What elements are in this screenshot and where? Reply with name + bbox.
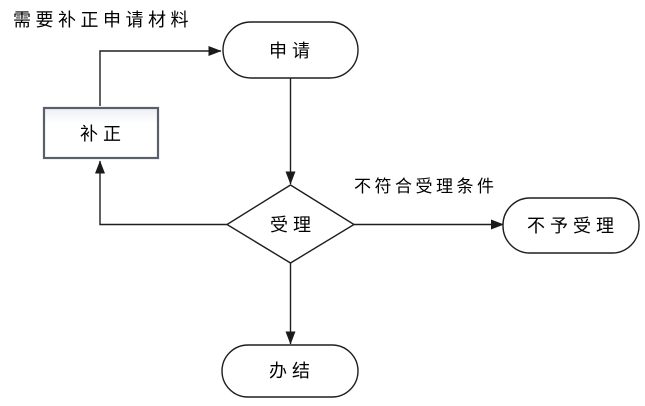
node-supplement-shape bbox=[42, 106, 160, 160]
edge-label-reject-condition: 不符合受理条件 bbox=[354, 177, 498, 197]
node-accept-label: 受理 bbox=[270, 215, 316, 236]
node-apply: 申请 bbox=[222, 21, 359, 79]
node-accept: 受理 bbox=[225, 184, 356, 264]
node-supplement-label: 补正 bbox=[80, 124, 126, 145]
arrow-supplement-to-apply bbox=[99, 46, 222, 106]
node-complete-shape bbox=[221, 344, 359, 398]
node-reject: 不予受理 bbox=[502, 197, 640, 254]
arrow-accept-to-supplement bbox=[95, 160, 227, 226]
node-complete-label: 办结 bbox=[269, 361, 315, 382]
node-apply-shape bbox=[222, 21, 359, 79]
node-reject-shape bbox=[502, 197, 640, 254]
node-accept-shape bbox=[225, 184, 356, 264]
node-complete: 办结 bbox=[221, 344, 359, 398]
node-supplement: 补正 bbox=[42, 106, 160, 160]
annotation-top-left: 需要补正申请材料 bbox=[13, 10, 193, 31]
node-apply-label: 申请 bbox=[269, 41, 315, 62]
node-reject-label: 不予受理 bbox=[527, 216, 619, 237]
